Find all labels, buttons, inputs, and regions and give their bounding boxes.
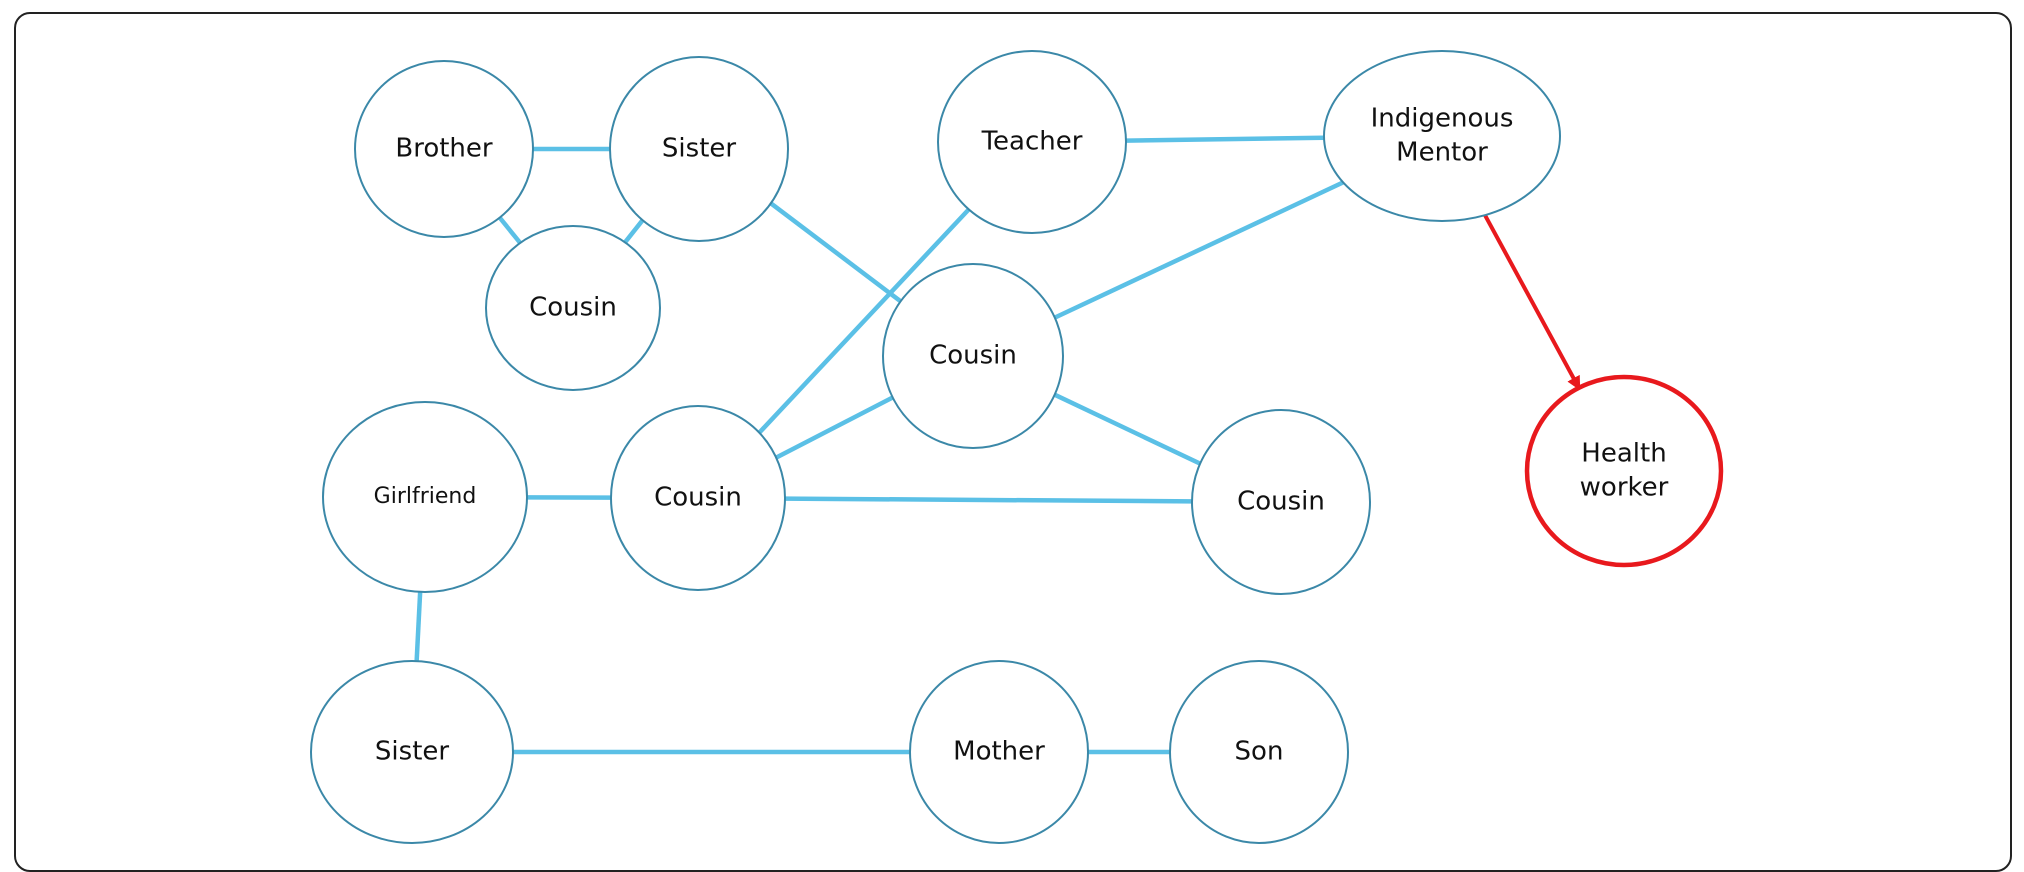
node-label: Mentor <box>1396 138 1488 168</box>
node-sister1: Sister <box>610 57 788 241</box>
node-cousin4: Cousin <box>1192 410 1370 594</box>
node-label: Cousin <box>529 293 617 323</box>
edge-cousin3-cousin4 <box>785 499 1192 502</box>
node-cousin1: Cousin <box>486 226 660 390</box>
edge-cousin2-cousin4 <box>1055 395 1200 464</box>
node-label: worker <box>1580 473 1669 503</box>
node-label: Health <box>1581 439 1666 469</box>
node-circle <box>1324 51 1560 221</box>
node-cousin2: Cousin <box>883 264 1063 448</box>
node-teacher: Teacher <box>938 51 1126 233</box>
edge-sister1-cousin2 <box>771 203 901 301</box>
node-label: Cousin <box>654 483 742 513</box>
edge-cousin2-cousin3 <box>776 397 892 457</box>
edge-brother-cousin1 <box>500 218 520 243</box>
node-girlfriend: Girlfriend <box>323 402 527 592</box>
edge-sister1-cousin1 <box>625 220 643 242</box>
node-label: Son <box>1235 737 1284 767</box>
edge-girlfriend-sister2 <box>417 592 421 661</box>
node-label: Sister <box>375 737 449 767</box>
node-label: Brother <box>395 134 493 164</box>
node-label: Girlfriend <box>374 484 477 509</box>
node-label: Cousin <box>1237 487 1325 517</box>
node-cousin3: Cousin <box>611 406 785 590</box>
node-brother: Brother <box>355 61 533 237</box>
node-label: Cousin <box>929 341 1017 371</box>
node-mother: Mother <box>910 661 1088 843</box>
node-circle <box>1527 377 1721 565</box>
node-label: Indigenous <box>1371 104 1514 134</box>
node-health: Health worker <box>1527 377 1721 565</box>
node-label: Sister <box>662 134 736 164</box>
node-son: Son <box>1170 661 1348 843</box>
edge-mentor-health-arrow <box>1485 215 1579 388</box>
edge-teacher-mentor <box>1126 138 1324 141</box>
node-label: Teacher <box>981 127 1083 157</box>
node-label: Mother <box>953 737 1045 767</box>
node-sister2: Sister <box>311 661 513 843</box>
